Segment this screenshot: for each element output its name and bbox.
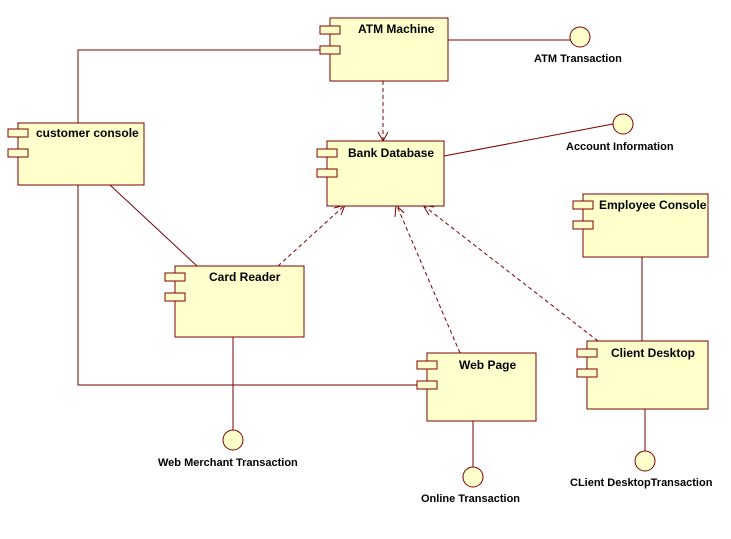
component-label: ATM Machine xyxy=(358,22,435,36)
interface-circle xyxy=(634,450,656,472)
component-card-reader: Card Reader xyxy=(164,265,305,338)
interface-label: Online Transaction xyxy=(421,493,520,505)
line-atm-customer xyxy=(77,49,320,123)
component-label: Employee Console xyxy=(599,198,707,212)
component-tab xyxy=(316,168,338,178)
component-employee-console: Employee Console xyxy=(572,193,709,258)
line-customer-cardreader xyxy=(109,184,198,267)
interface-client-desktop-transaction: CLient DesktopTransaction xyxy=(570,450,713,489)
component-tab xyxy=(416,360,438,370)
component-tab xyxy=(572,200,594,210)
dependency-cardreader-bank xyxy=(277,205,345,267)
component-tab xyxy=(572,220,594,230)
dependencies xyxy=(277,81,599,354)
component-tab xyxy=(319,25,341,35)
component-label: Client Desktop xyxy=(611,346,695,360)
component-customer-console: customer console xyxy=(7,122,145,186)
component-box xyxy=(17,122,145,186)
component-tab xyxy=(164,272,186,282)
component-tab xyxy=(316,148,338,158)
interface-circle xyxy=(612,113,634,135)
line-customer-webpage xyxy=(77,185,418,386)
component-box xyxy=(426,352,537,422)
component-label: Bank Database xyxy=(348,146,434,160)
interface-web-merchant-transaction: Web Merchant Transaction xyxy=(158,429,298,469)
component-box xyxy=(329,17,449,82)
component-tab xyxy=(7,128,29,138)
interface-circle xyxy=(569,26,591,48)
line-bank-interface xyxy=(443,123,614,157)
component-box xyxy=(326,140,445,207)
interface-circle xyxy=(222,429,244,451)
component-box xyxy=(586,340,709,410)
component-tab xyxy=(576,348,598,358)
interface-atm-transaction: ATM Transaction xyxy=(534,26,622,65)
component-box xyxy=(174,265,305,338)
component-client-desktop: Client Desktop xyxy=(576,340,709,410)
component-atm-machine: ATM Machine xyxy=(319,17,449,82)
component-web-page: Web Page xyxy=(416,352,537,422)
component-tab xyxy=(7,148,29,158)
component-label: Web Page xyxy=(459,358,516,372)
component-label: Card Reader xyxy=(209,270,281,284)
component-box xyxy=(582,193,709,258)
dependency-clientdesktop-bank xyxy=(423,205,599,342)
interface-label: Account Information xyxy=(566,141,674,153)
interface-account-information: Account Information xyxy=(566,113,674,153)
component-label: customer console xyxy=(36,126,139,140)
interface-label: ATM Transaction xyxy=(534,53,622,65)
component-tab xyxy=(164,292,186,302)
component-bank-database: Bank Database xyxy=(316,140,445,207)
associations xyxy=(77,39,646,467)
component-tab xyxy=(416,380,438,390)
component-tab xyxy=(576,368,598,378)
interface-label: CLient DesktopTransaction xyxy=(570,477,713,489)
dependency-webpage-bank xyxy=(396,205,461,354)
interface-online-transaction: Online Transaction xyxy=(421,466,520,505)
component-tab xyxy=(319,45,341,55)
interface-circle xyxy=(462,466,484,488)
interface-label: Web Merchant Transaction xyxy=(158,457,298,469)
